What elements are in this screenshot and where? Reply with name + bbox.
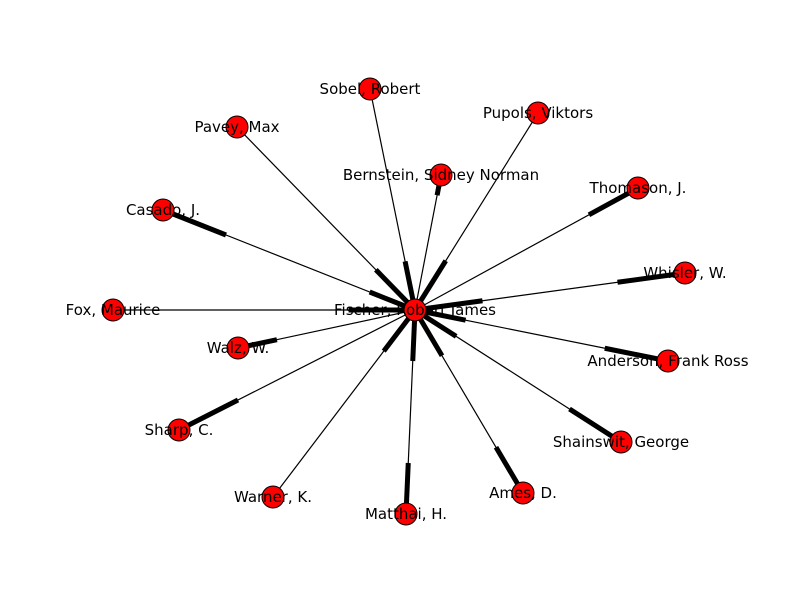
node-fox[interactable] xyxy=(101,298,125,322)
node-label-bernstein: Bernstein, Sidney Norman xyxy=(343,166,539,184)
node-label-whisler: Whisler, W. xyxy=(643,264,726,282)
node-thomason[interactable] xyxy=(626,176,650,200)
node-label-sharp: Sharp, C. xyxy=(145,421,214,439)
node-label-pavey: Pavey, Max xyxy=(194,118,279,136)
node-whisler[interactable] xyxy=(673,261,697,285)
node-label-warner: Warner, K. xyxy=(234,488,312,506)
node-label-walz: Walz, W. xyxy=(207,339,270,357)
node-center[interactable] xyxy=(403,298,427,322)
node-pupols[interactable] xyxy=(526,101,550,125)
node-label-ames: Ames, D. xyxy=(489,484,557,502)
node-label-center: Fischer, Robert James xyxy=(334,301,496,319)
node-label-sobel: Sobel, Robert xyxy=(320,80,421,98)
node-matthai[interactable] xyxy=(394,502,418,526)
node-label-casado: Casado, J. xyxy=(126,201,200,219)
node-walz[interactable] xyxy=(226,336,250,360)
node-sharp[interactable] xyxy=(167,418,191,442)
node-ames[interactable] xyxy=(511,481,535,505)
node-sobel[interactable] xyxy=(358,77,382,101)
node-label-anderson: Anderson, Frank Ross xyxy=(587,352,748,370)
nodes-layer xyxy=(101,77,697,526)
node-label-fox: Fox, Maurice xyxy=(66,301,161,319)
node-label-thomason: Thomason, J. xyxy=(589,179,687,197)
node-bernstein[interactable] xyxy=(429,163,453,187)
edge-bernstein xyxy=(414,174,442,311)
node-warner[interactable] xyxy=(261,485,285,509)
node-anderson[interactable] xyxy=(656,349,680,373)
node-shainswit[interactable] xyxy=(609,430,633,454)
node-label-pupols: Pupols, Viktors xyxy=(483,104,594,122)
node-label-matthai: Matthai, H. xyxy=(365,505,447,523)
node-pavey[interactable] xyxy=(225,115,249,139)
node-casado[interactable] xyxy=(151,198,175,222)
node-label-shainswit: Shainswit, George xyxy=(553,433,689,451)
